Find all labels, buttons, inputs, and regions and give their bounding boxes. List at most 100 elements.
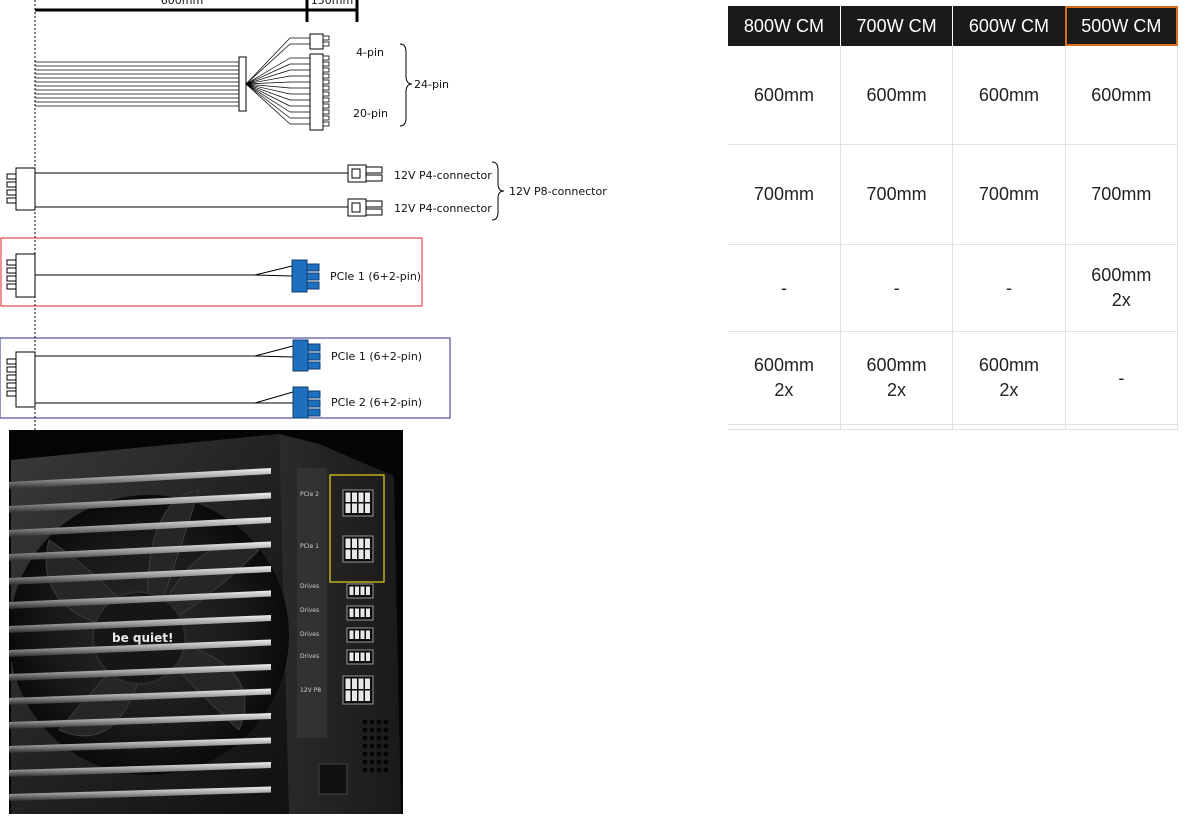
vent-hole	[383, 719, 389, 725]
socket-pin	[349, 586, 354, 595]
vent-hole	[376, 719, 382, 725]
socket-pin	[352, 492, 357, 502]
atx-fan-wire	[245, 83, 291, 107]
table-row-tail	[728, 424, 1179, 430]
socket-pin	[352, 549, 357, 559]
table-row: 600mm 600mm 600mm 600mm	[728, 46, 1179, 145]
socket-pin	[345, 538, 351, 548]
cpu-p4-label-1: 12V P4-connector	[394, 169, 492, 182]
socket-pin	[355, 652, 359, 661]
grill-bar	[9, 517, 271, 537]
grill-bar	[9, 713, 271, 729]
socket-pin	[360, 630, 365, 639]
vent-hole	[376, 735, 382, 741]
socket-pin	[352, 690, 357, 701]
socket-pin	[360, 586, 365, 595]
socket-pin	[355, 586, 359, 595]
table-cell: 600mm	[728, 46, 841, 145]
vent-hole	[369, 735, 375, 741]
atx-pin	[322, 109, 330, 115]
cpu-p4-label-2: 12V P4-connector	[394, 202, 492, 215]
pcie-single-cable: PCIe 1 (6+2-pin)	[0, 237, 423, 307]
atx-brace	[399, 43, 413, 127]
atx-20pin-connector	[309, 53, 324, 131]
atx-fan-wire	[245, 57, 291, 85]
socket-pin	[358, 549, 364, 559]
atx-pin	[322, 55, 330, 61]
table-cell: 700mm	[728, 144, 841, 245]
socket-pin	[366, 586, 370, 595]
socket-pin	[365, 538, 370, 548]
socket-pin	[360, 652, 365, 661]
cpu-brace	[491, 161, 505, 221]
socket-pin	[358, 678, 364, 689]
socket-pin	[366, 630, 370, 639]
atx-fan-wire	[245, 83, 291, 101]
grill-bar	[9, 762, 271, 777]
pcie-dual-cable: PCIe 1 (6+2-pin) PCIe 2 (6+2-pin)	[0, 337, 451, 419]
cable-length-table: 800W CM 700W CM 600W CM 500W CM 600mm 60…	[728, 6, 1179, 430]
atx-4pin-connector	[309, 33, 324, 50]
panel-label: PCIe 2	[300, 491, 319, 498]
vent-hole	[376, 727, 382, 733]
atx-24pin-cable: 4-pin 20-pin 24-pin	[35, 33, 449, 131]
psu-grill-bars	[9, 468, 271, 801]
atx-connector-pins	[322, 35, 330, 127]
grill-bar	[9, 664, 271, 681]
pcie-dual-psu-plug	[15, 351, 36, 408]
pcie-dual-connector-1	[292, 339, 321, 372]
pcie-dual-psu-plug-pins	[6, 358, 17, 397]
grill-bar	[9, 590, 271, 609]
atx-pin	[322, 41, 330, 47]
atx-fan-wire	[245, 75, 291, 85]
atx-fan-wire	[245, 63, 291, 85]
socket-pin	[352, 503, 357, 513]
atx-pin	[322, 35, 330, 41]
table-cell: 700mm	[952, 144, 1066, 245]
socket-pin	[352, 678, 357, 689]
pcie-single-connector	[291, 259, 320, 293]
table-header-row: 800W CM 700W CM 600W CM 500W CM	[728, 6, 1179, 46]
vent-hole	[362, 735, 368, 741]
cpu-p8-label: 12V P8-connector	[509, 185, 607, 198]
cpu-psu-plug-pins	[6, 173, 17, 204]
socket-pin	[358, 503, 364, 513]
table-cell: 700mm	[1065, 144, 1179, 245]
table-cell: -	[1065, 331, 1179, 425]
grill-bar	[9, 615, 271, 633]
vent-hole	[362, 751, 368, 757]
vent-hole	[362, 767, 368, 773]
atx-pin	[322, 73, 330, 79]
vent-hole	[383, 767, 389, 773]
atx-pin	[322, 85, 330, 91]
socket-pin	[366, 608, 370, 617]
socket-pin	[365, 678, 370, 689]
header-800w: 800W CM	[728, 6, 841, 46]
grill-bar	[9, 786, 271, 801]
atx-fan-wire	[245, 81, 291, 85]
atx-fan-wire	[245, 83, 291, 125]
header-700w: 700W CM	[840, 6, 954, 46]
panel-label: Drives	[300, 583, 319, 590]
pcie-single-label: PCIe 1 (6+2-pin)	[330, 270, 421, 283]
table-cell: -	[952, 244, 1066, 332]
pcie-socket-highlight	[329, 474, 385, 583]
socket-pin	[345, 492, 351, 502]
cpu-psu-plug	[15, 167, 36, 211]
fan-hub	[92, 591, 186, 685]
vent-hole	[362, 759, 368, 765]
pcie-dual-frame	[0, 337, 451, 419]
pcie-dual-label-1: PCIe 1 (6+2-pin)	[331, 350, 422, 363]
grill-bar	[9, 639, 271, 657]
socket-pin	[365, 690, 370, 701]
power-inlet	[318, 763, 348, 795]
pcie-single-psu-plug-pins	[6, 259, 17, 290]
dimension-label-150: 150mm	[311, 0, 353, 7]
socket-pin	[358, 492, 364, 502]
atx-fan-wire	[245, 83, 291, 119]
